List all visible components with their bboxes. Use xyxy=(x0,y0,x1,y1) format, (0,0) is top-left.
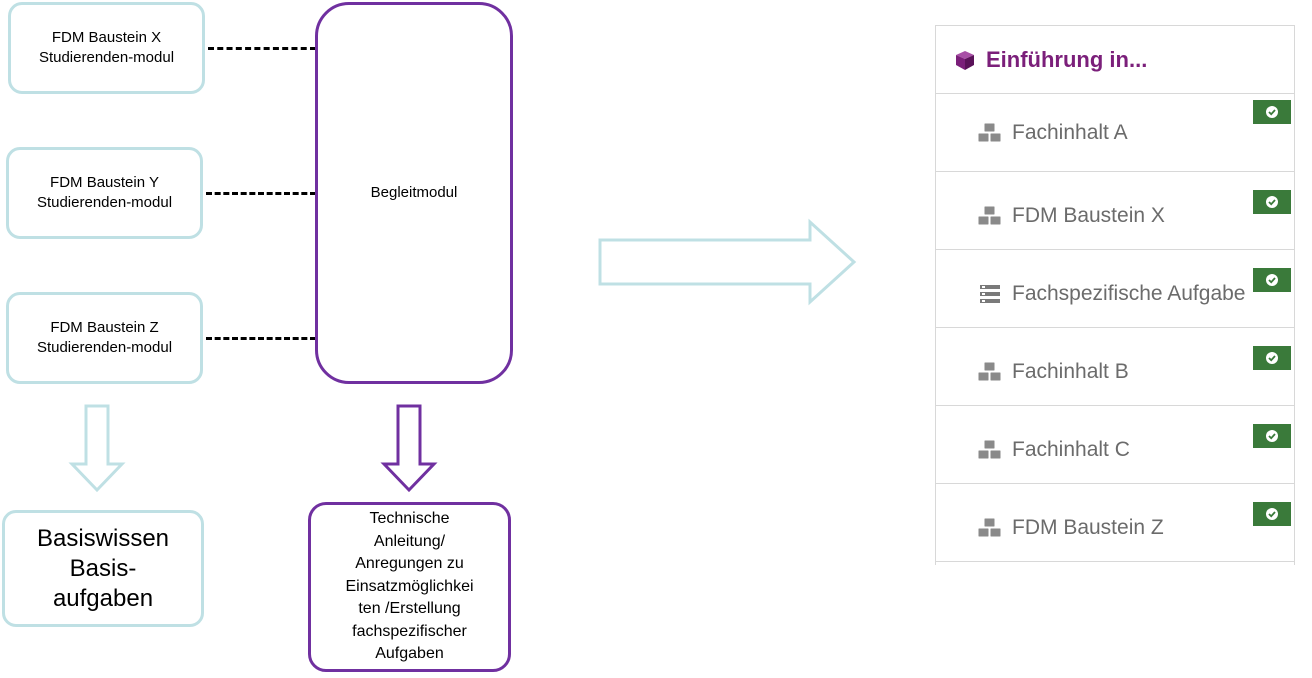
basics-box: Basiswissen Basis- aufgaben xyxy=(2,510,204,627)
module-x-subtitle: Studierenden-modul xyxy=(38,49,175,66)
course-section-header[interactable]: Einführung in... xyxy=(936,26,1294,94)
cubes-icon xyxy=(976,439,1004,461)
course-item-fachspezifische-aufgabe[interactable]: Fachspezifische Aufgabe xyxy=(936,250,1294,328)
technical-box: Technische Anleitung/ Anregungen zu Eins… xyxy=(308,502,511,672)
completion-check-icon[interactable] xyxy=(1253,346,1291,370)
basics-line-2: Basis- xyxy=(69,554,137,582)
connector-x xyxy=(208,47,316,50)
companion-module: Begleitmodul xyxy=(315,2,513,384)
module-z-title: FDM Baustein Z xyxy=(50,319,159,336)
down-arrow-teal xyxy=(68,404,126,493)
completion-check-icon[interactable] xyxy=(1253,100,1291,124)
connector-z xyxy=(206,337,316,340)
right-arrow-big xyxy=(598,218,857,306)
cubes-icon xyxy=(976,205,1004,227)
course-panel: Einführung in... Fachinhalt A xyxy=(935,25,1295,565)
technical-line-5: ten /Erstellung xyxy=(358,600,461,618)
tasks-icon xyxy=(976,283,1004,305)
course-item-fdm-baustein-z[interactable]: FDM Baustein Z xyxy=(936,484,1294,562)
student-module-y: FDM Baustein Y Studierenden-modul xyxy=(6,147,203,239)
course-item-fachinhalt-b[interactable]: Fachinhalt B xyxy=(936,328,1294,406)
module-y-title: FDM Baustein Y xyxy=(50,174,159,191)
student-module-z: FDM Baustein Z Studierenden-modul xyxy=(6,292,203,384)
student-module-x: FDM Baustein X Studierenden-modul xyxy=(8,2,205,94)
basics-line-3: aufgaben xyxy=(52,584,154,612)
technical-line-2: Anleitung/ xyxy=(373,532,446,550)
connector-y xyxy=(206,192,316,195)
course-item-fachinhalt-c[interactable]: Fachinhalt C xyxy=(936,406,1294,484)
course-section-title: Einführung in... xyxy=(986,46,1148,72)
course-item-label: Fachinhalt B xyxy=(1012,359,1129,383)
completion-check-icon[interactable] xyxy=(1253,424,1291,448)
technical-line-3: Anregungen zu xyxy=(355,555,464,573)
cubes-icon xyxy=(976,361,1004,383)
completion-check-icon[interactable] xyxy=(1253,268,1291,292)
course-item-label: FDM Baustein X xyxy=(1012,203,1165,227)
technical-line-7: Aufgaben xyxy=(375,645,444,663)
course-item-label: Fachinhalt C xyxy=(1012,437,1130,461)
basics-line-1: Basiswissen xyxy=(36,524,170,552)
down-arrow-purple xyxy=(380,404,438,493)
cubes-icon xyxy=(976,517,1004,539)
course-item-fdm-baustein-x[interactable]: FDM Baustein X xyxy=(936,172,1294,250)
technical-line-6: fachspezifischer xyxy=(352,622,467,640)
cube-icon xyxy=(954,49,976,71)
course-item-fachinhalt-a[interactable]: Fachinhalt A xyxy=(936,94,1294,172)
course-item-label: FDM Baustein Z xyxy=(1012,515,1164,539)
technical-line-1: Technische xyxy=(369,510,450,528)
course-item-label: Fachinhalt A xyxy=(1012,120,1128,144)
completion-check-icon[interactable] xyxy=(1253,190,1291,214)
technical-line-4: Einsatzmöglichkei xyxy=(345,577,474,595)
companion-module-label: Begleitmodul xyxy=(370,184,458,201)
completion-check-icon[interactable] xyxy=(1253,502,1291,526)
module-z-subtitle: Studierenden-modul xyxy=(36,339,173,356)
course-item-label: Fachspezifische Aufgabe xyxy=(1012,281,1246,305)
cubes-icon xyxy=(976,122,1004,144)
module-y-subtitle: Studierenden-modul xyxy=(36,194,173,211)
module-x-title: FDM Baustein X xyxy=(51,29,162,46)
